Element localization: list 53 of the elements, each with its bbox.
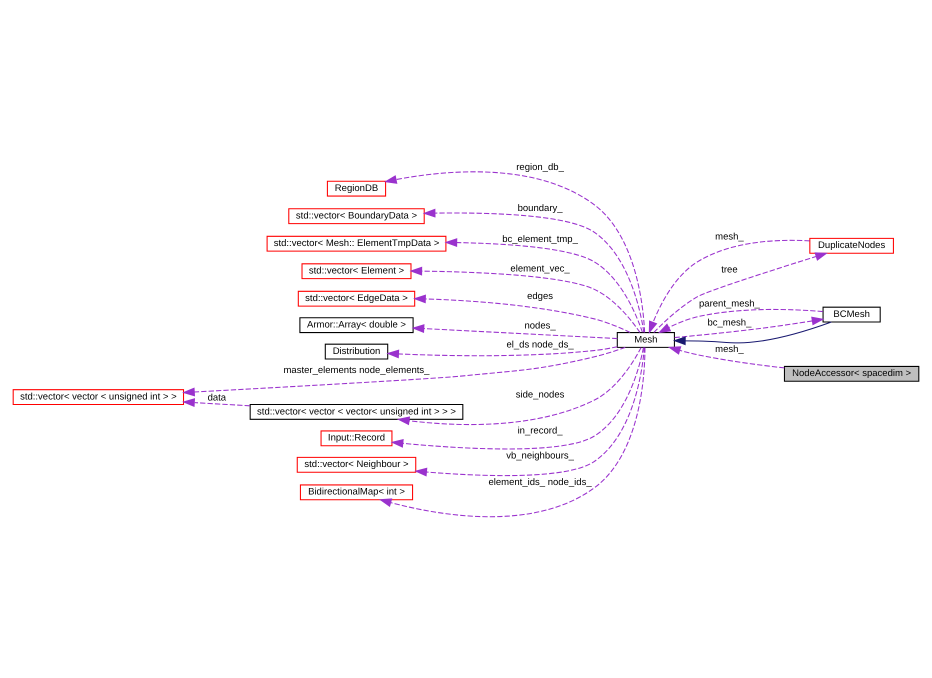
- arrow: [444, 238, 643, 332]
- arrow: [378, 347, 646, 517]
- arrow: [396, 346, 642, 425]
- arrow: [648, 239, 810, 334]
- node-box: std::vector< Neighbour >: [296, 456, 416, 472]
- arrow: [672, 321, 832, 345]
- arrow: [413, 294, 630, 332]
- node-box: NodeAccessor< spacedim >: [784, 365, 920, 382]
- edge-label: side_nodes: [516, 388, 564, 400]
- edge-label: mesh_: [715, 231, 744, 242]
- arrow: [409, 266, 640, 332]
- edge-label: mesh_: [715, 343, 744, 354]
- arrow: [412, 324, 618, 339]
- edge-label: region_db_: [516, 161, 564, 172]
- arrow: [668, 346, 784, 368]
- node-box: std::vector< BoundaryData >: [288, 208, 425, 224]
- arrow: [182, 398, 250, 407]
- arrow: [674, 316, 824, 338]
- edge-label: bc_element_tmp_: [502, 233, 578, 244]
- arrow: [422, 208, 644, 332]
- node-box: RegionDB: [326, 180, 386, 196]
- edge-label: boundary_: [518, 202, 563, 214]
- edge-label: bc_mesh_: [707, 316, 752, 328]
- arrow: [653, 252, 828, 332]
- node-box: Mesh: [616, 332, 675, 348]
- node-box: std::vector< Element >: [301, 262, 412, 279]
- arrow: [386, 346, 618, 358]
- node-box: Distribution: [324, 343, 388, 360]
- edge-label: el_ds node_ds_: [506, 339, 574, 350]
- node-box: std::vector< vector < unsigned int > >: [12, 388, 184, 405]
- arrow: [182, 346, 626, 396]
- arrow: [414, 346, 645, 476]
- node-box: Input::Record: [320, 430, 392, 446]
- edge-label: nodes_: [524, 320, 556, 332]
- edge-label: element_ids_ node_ids_: [488, 476, 592, 488]
- node-box: DuplicateNodes: [809, 237, 894, 254]
- node-box: BCMesh: [822, 306, 881, 322]
- edge-label: in_record_: [518, 424, 563, 436]
- edge-label: master_elements node_elements_: [284, 364, 430, 376]
- edge-label: data: [208, 392, 226, 403]
- edge-label: element_vec_: [510, 262, 570, 274]
- arrow: [390, 346, 644, 449]
- node-box: Armor::Array< double >: [299, 316, 414, 333]
- node-box: BidirectionalMap< int >: [300, 484, 414, 500]
- node-box: std::vector< Mesh:: ElementTmpData >: [266, 235, 446, 252]
- arrow: [384, 170, 646, 332]
- edge-label: tree: [721, 264, 738, 275]
- edge-label: vb_neighbours_: [506, 450, 574, 462]
- arrow: [658, 308, 823, 333]
- node-box: std::vector< EdgeData >: [298, 290, 416, 306]
- edge-label: parent_mesh_: [699, 298, 760, 309]
- node-box: std::vector< vector < vector< unsigned int > > >: [250, 403, 464, 420]
- edge-label: edges: [527, 290, 554, 302]
